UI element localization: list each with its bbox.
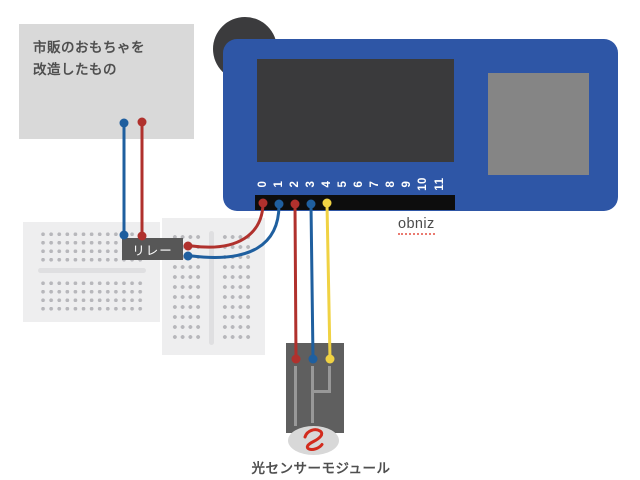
pin-label-6: 6 [353, 180, 365, 188]
breadboard-right-right-holes [221, 232, 252, 342]
pin-label-2: 2 [289, 180, 301, 188]
pin-label-10: 10 [417, 177, 429, 191]
light-sensor-lens [288, 426, 339, 455]
breadboard-left-divider [38, 268, 146, 273]
sensor-trace-middle [311, 366, 314, 423]
pin-label-8: 8 [385, 180, 397, 188]
sensor-caption: 光センサーモジュール [251, 461, 391, 476]
pin-label-9: 9 [401, 180, 413, 188]
relay-module: リレー [122, 238, 183, 260]
board-gray-panel [488, 73, 589, 175]
pin-label-11: 11 [434, 177, 446, 191]
sensor-red-wire [293, 203, 298, 361]
board-caption: obniz [398, 216, 435, 235]
pin-label-3: 3 [305, 180, 317, 188]
sensor-trace-left [294, 366, 297, 426]
pin-label-1: 1 [273, 180, 285, 188]
breadboard-right-channel [209, 231, 214, 345]
sensor-yellow-wire [325, 202, 332, 361]
toy-box: 市販のおもちゃを 改造したもの [19, 24, 194, 139]
sensor-blue-wire [309, 203, 315, 361]
board-pin-header [255, 195, 455, 210]
pin-label-7: 7 [369, 180, 381, 188]
pin-label-4: 4 [321, 180, 333, 188]
toy-box-label-line1: 市販のおもちゃを [33, 40, 145, 55]
pin-label-0: 0 [257, 180, 269, 188]
pin-label-5: 5 [337, 180, 349, 188]
toy-box-label-line2: 改造したもの [33, 62, 117, 77]
sensor-trace-right [328, 366, 331, 393]
breadboard-left-bottom-holes [39, 279, 145, 313]
relay-label: リレー [132, 243, 173, 258]
sensor-trace-connector [312, 390, 331, 393]
board-display [257, 59, 454, 162]
